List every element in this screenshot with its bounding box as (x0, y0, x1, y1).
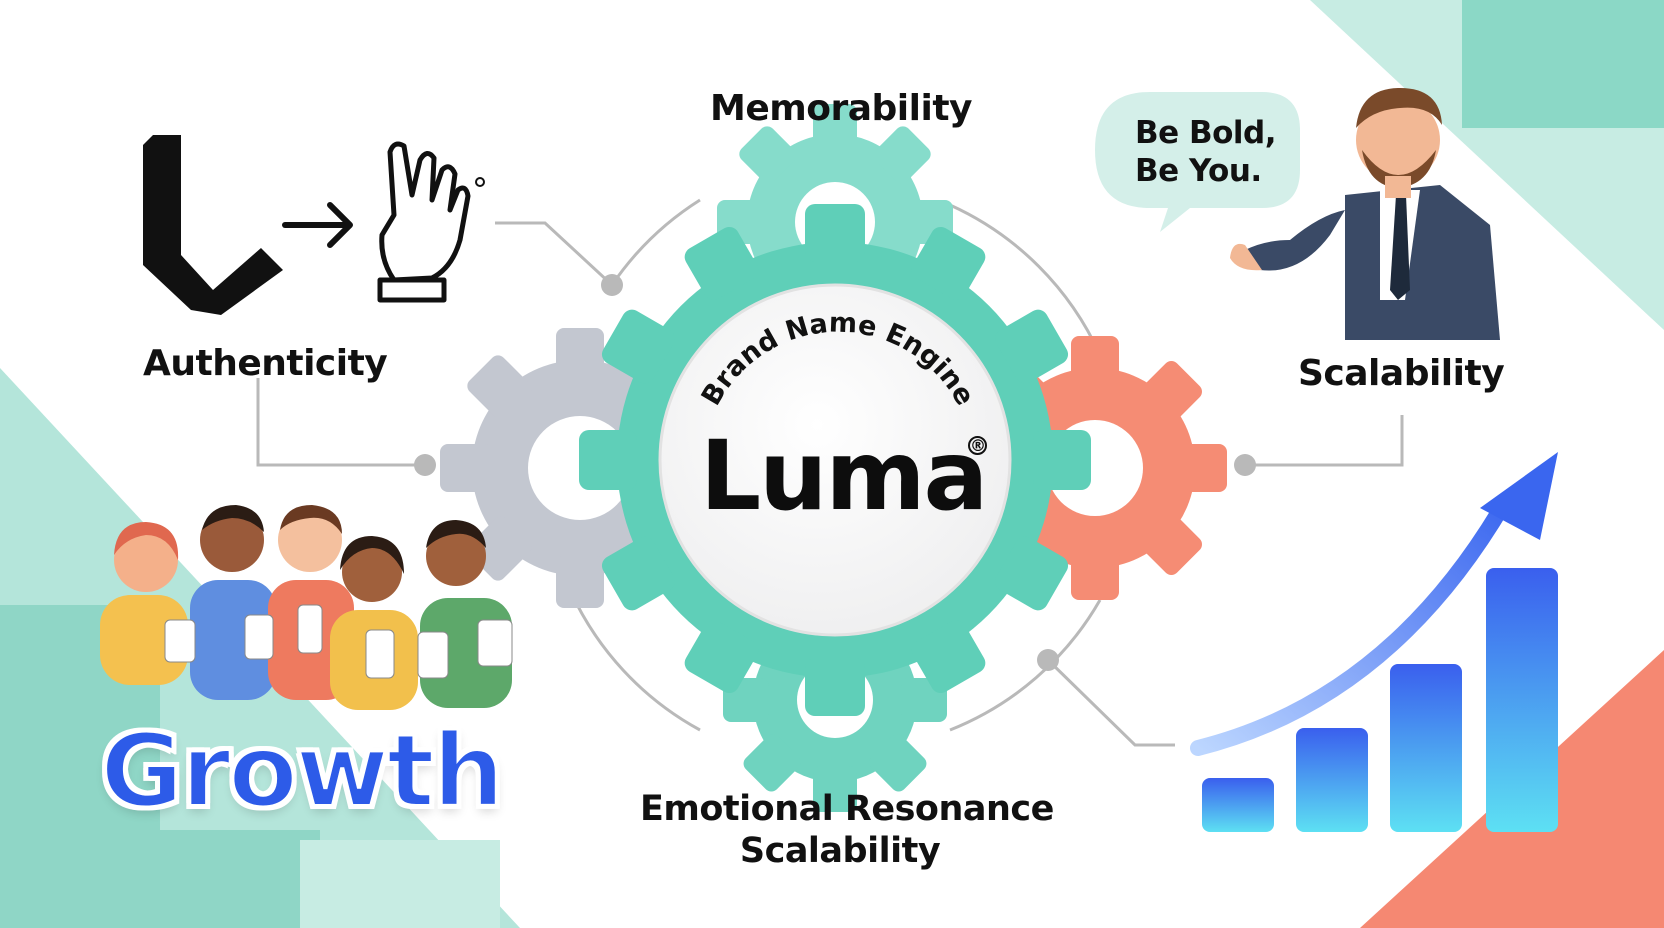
businessman-illustration (1230, 88, 1500, 340)
growth-bar-4 (1486, 568, 1558, 832)
label-authenticity: Authenticity (143, 343, 388, 384)
growth-bar-1 (1202, 778, 1274, 832)
connector-dots (414, 274, 1256, 671)
label-scalability-bottom: Scalability (739, 831, 941, 871)
label-emotional-resonance-scalability: Emotional Resonance Scalability (640, 788, 1054, 872)
connector-lines (256, 198, 1404, 747)
registered-mark: ® (968, 436, 987, 455)
main-teal-gear (579, 204, 1091, 716)
growth-word: Growth (98, 710, 507, 833)
growth-bar-chart (1202, 568, 1558, 832)
bubble-line-2: Be You. (1135, 153, 1262, 189)
growth-arrow-icon (1190, 452, 1558, 756)
growth-bar-3 (1390, 664, 1462, 832)
bubble-line-1: Be Bold, (1135, 115, 1276, 151)
hub-brand-wordmark: Luma (700, 420, 988, 532)
speech-bubble-text: Be Bold, Be You. (1095, 92, 1300, 212)
arrow-right-icon (282, 202, 353, 248)
label-emotional-resonance: Emotional Resonance (640, 789, 1054, 829)
growth-bar-2 (1296, 728, 1368, 832)
label-scalability: Scalability (1298, 353, 1505, 394)
people-group-illustration (100, 505, 513, 710)
speech-bubble-icon (1095, 92, 1300, 232)
label-memorability: Memorability (710, 88, 973, 129)
letter-l-icon (143, 135, 283, 315)
hand-sign-icon (377, 141, 485, 303)
